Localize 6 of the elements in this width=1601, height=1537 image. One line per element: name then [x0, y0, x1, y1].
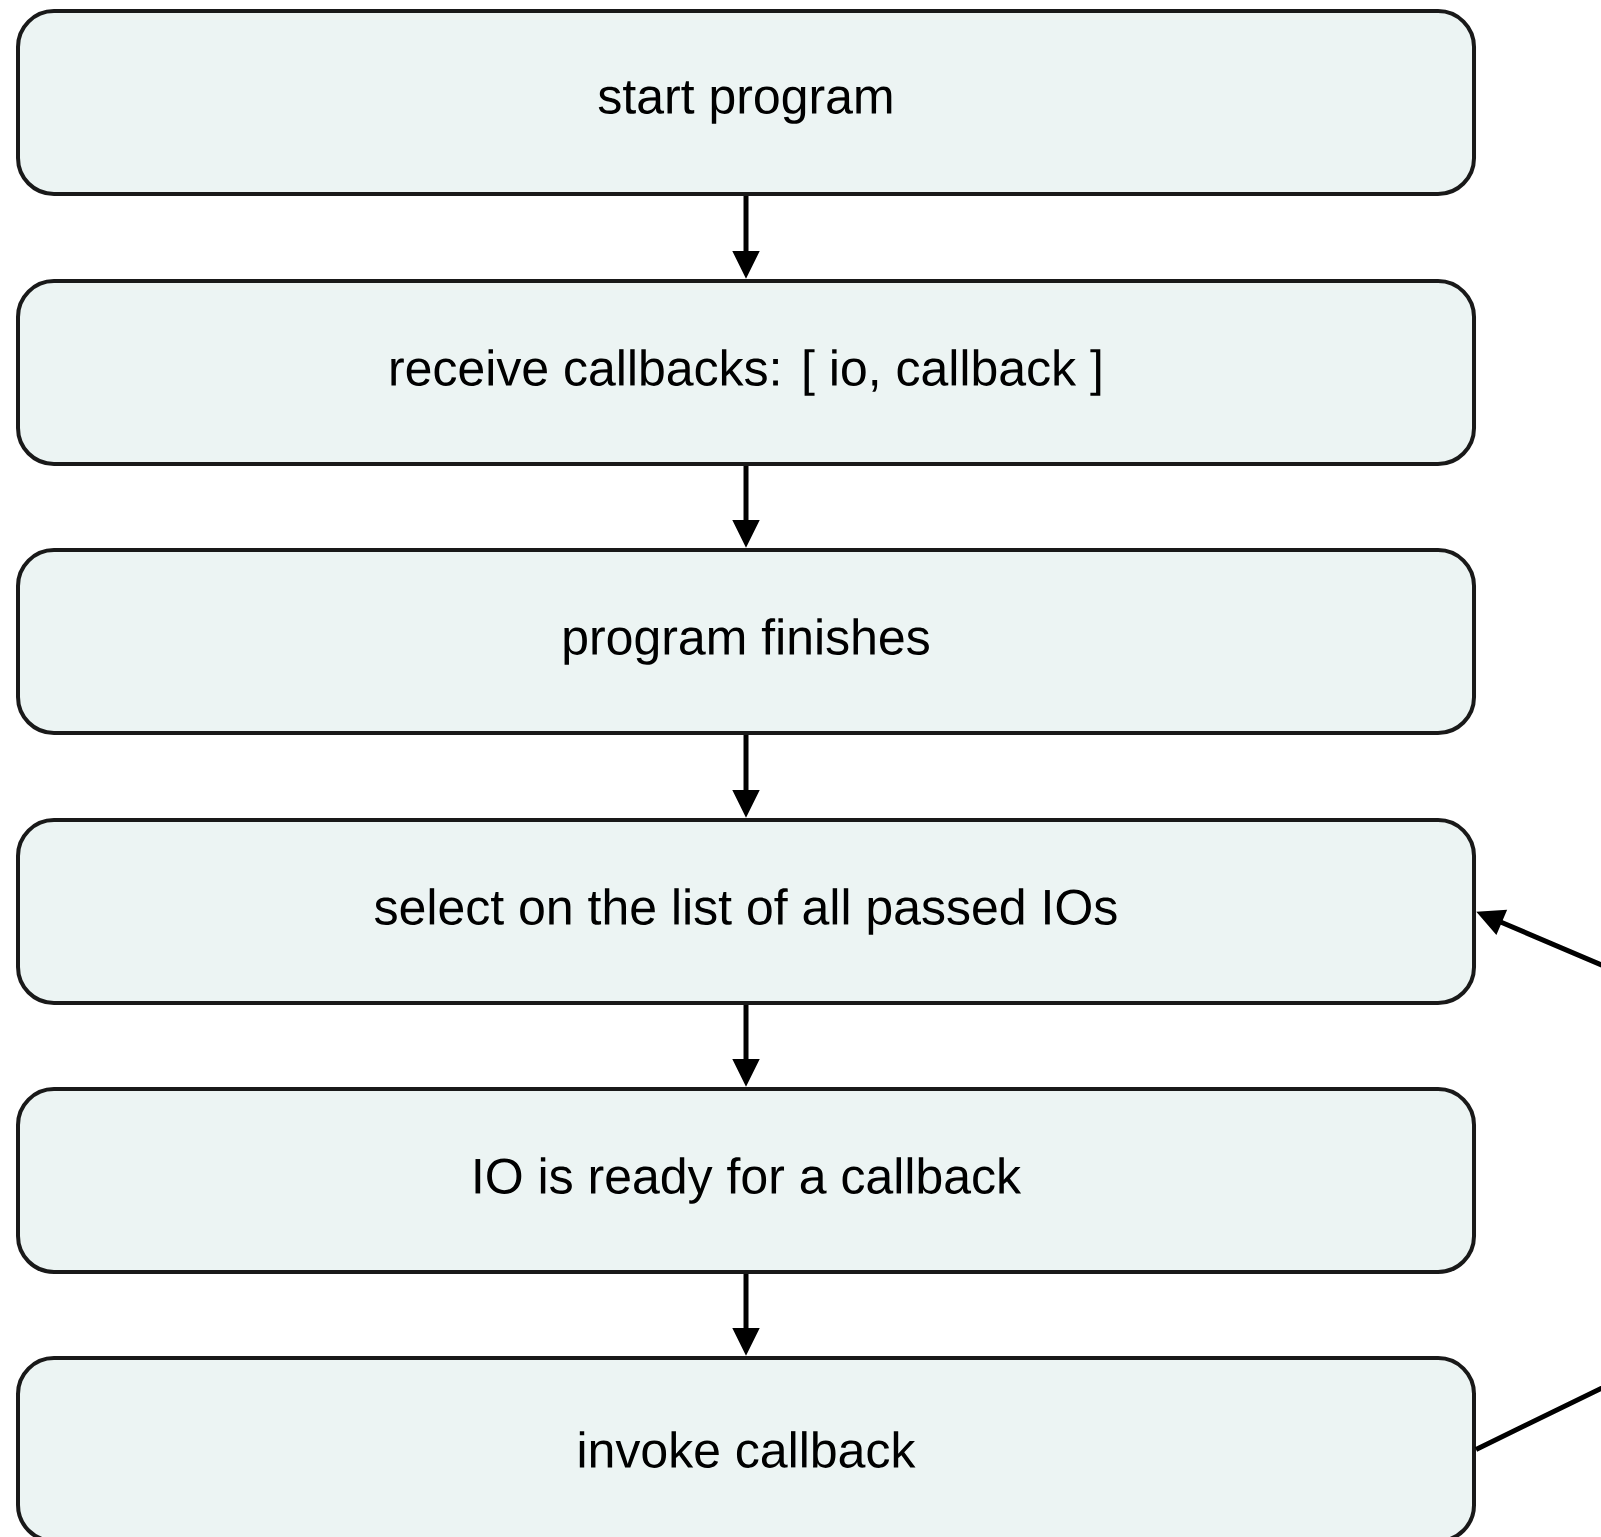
- process-box: invoke callback: [16, 1356, 1476, 1537]
- process-box: start program: [16, 9, 1476, 196]
- process-box: IO is ready for a callback: [16, 1087, 1476, 1274]
- process-box: program finishes: [16, 548, 1476, 735]
- process-box: select on the list of all passed IOs: [16, 818, 1476, 1005]
- process-box: receive callbacks: [ io, callback ]: [16, 279, 1476, 466]
